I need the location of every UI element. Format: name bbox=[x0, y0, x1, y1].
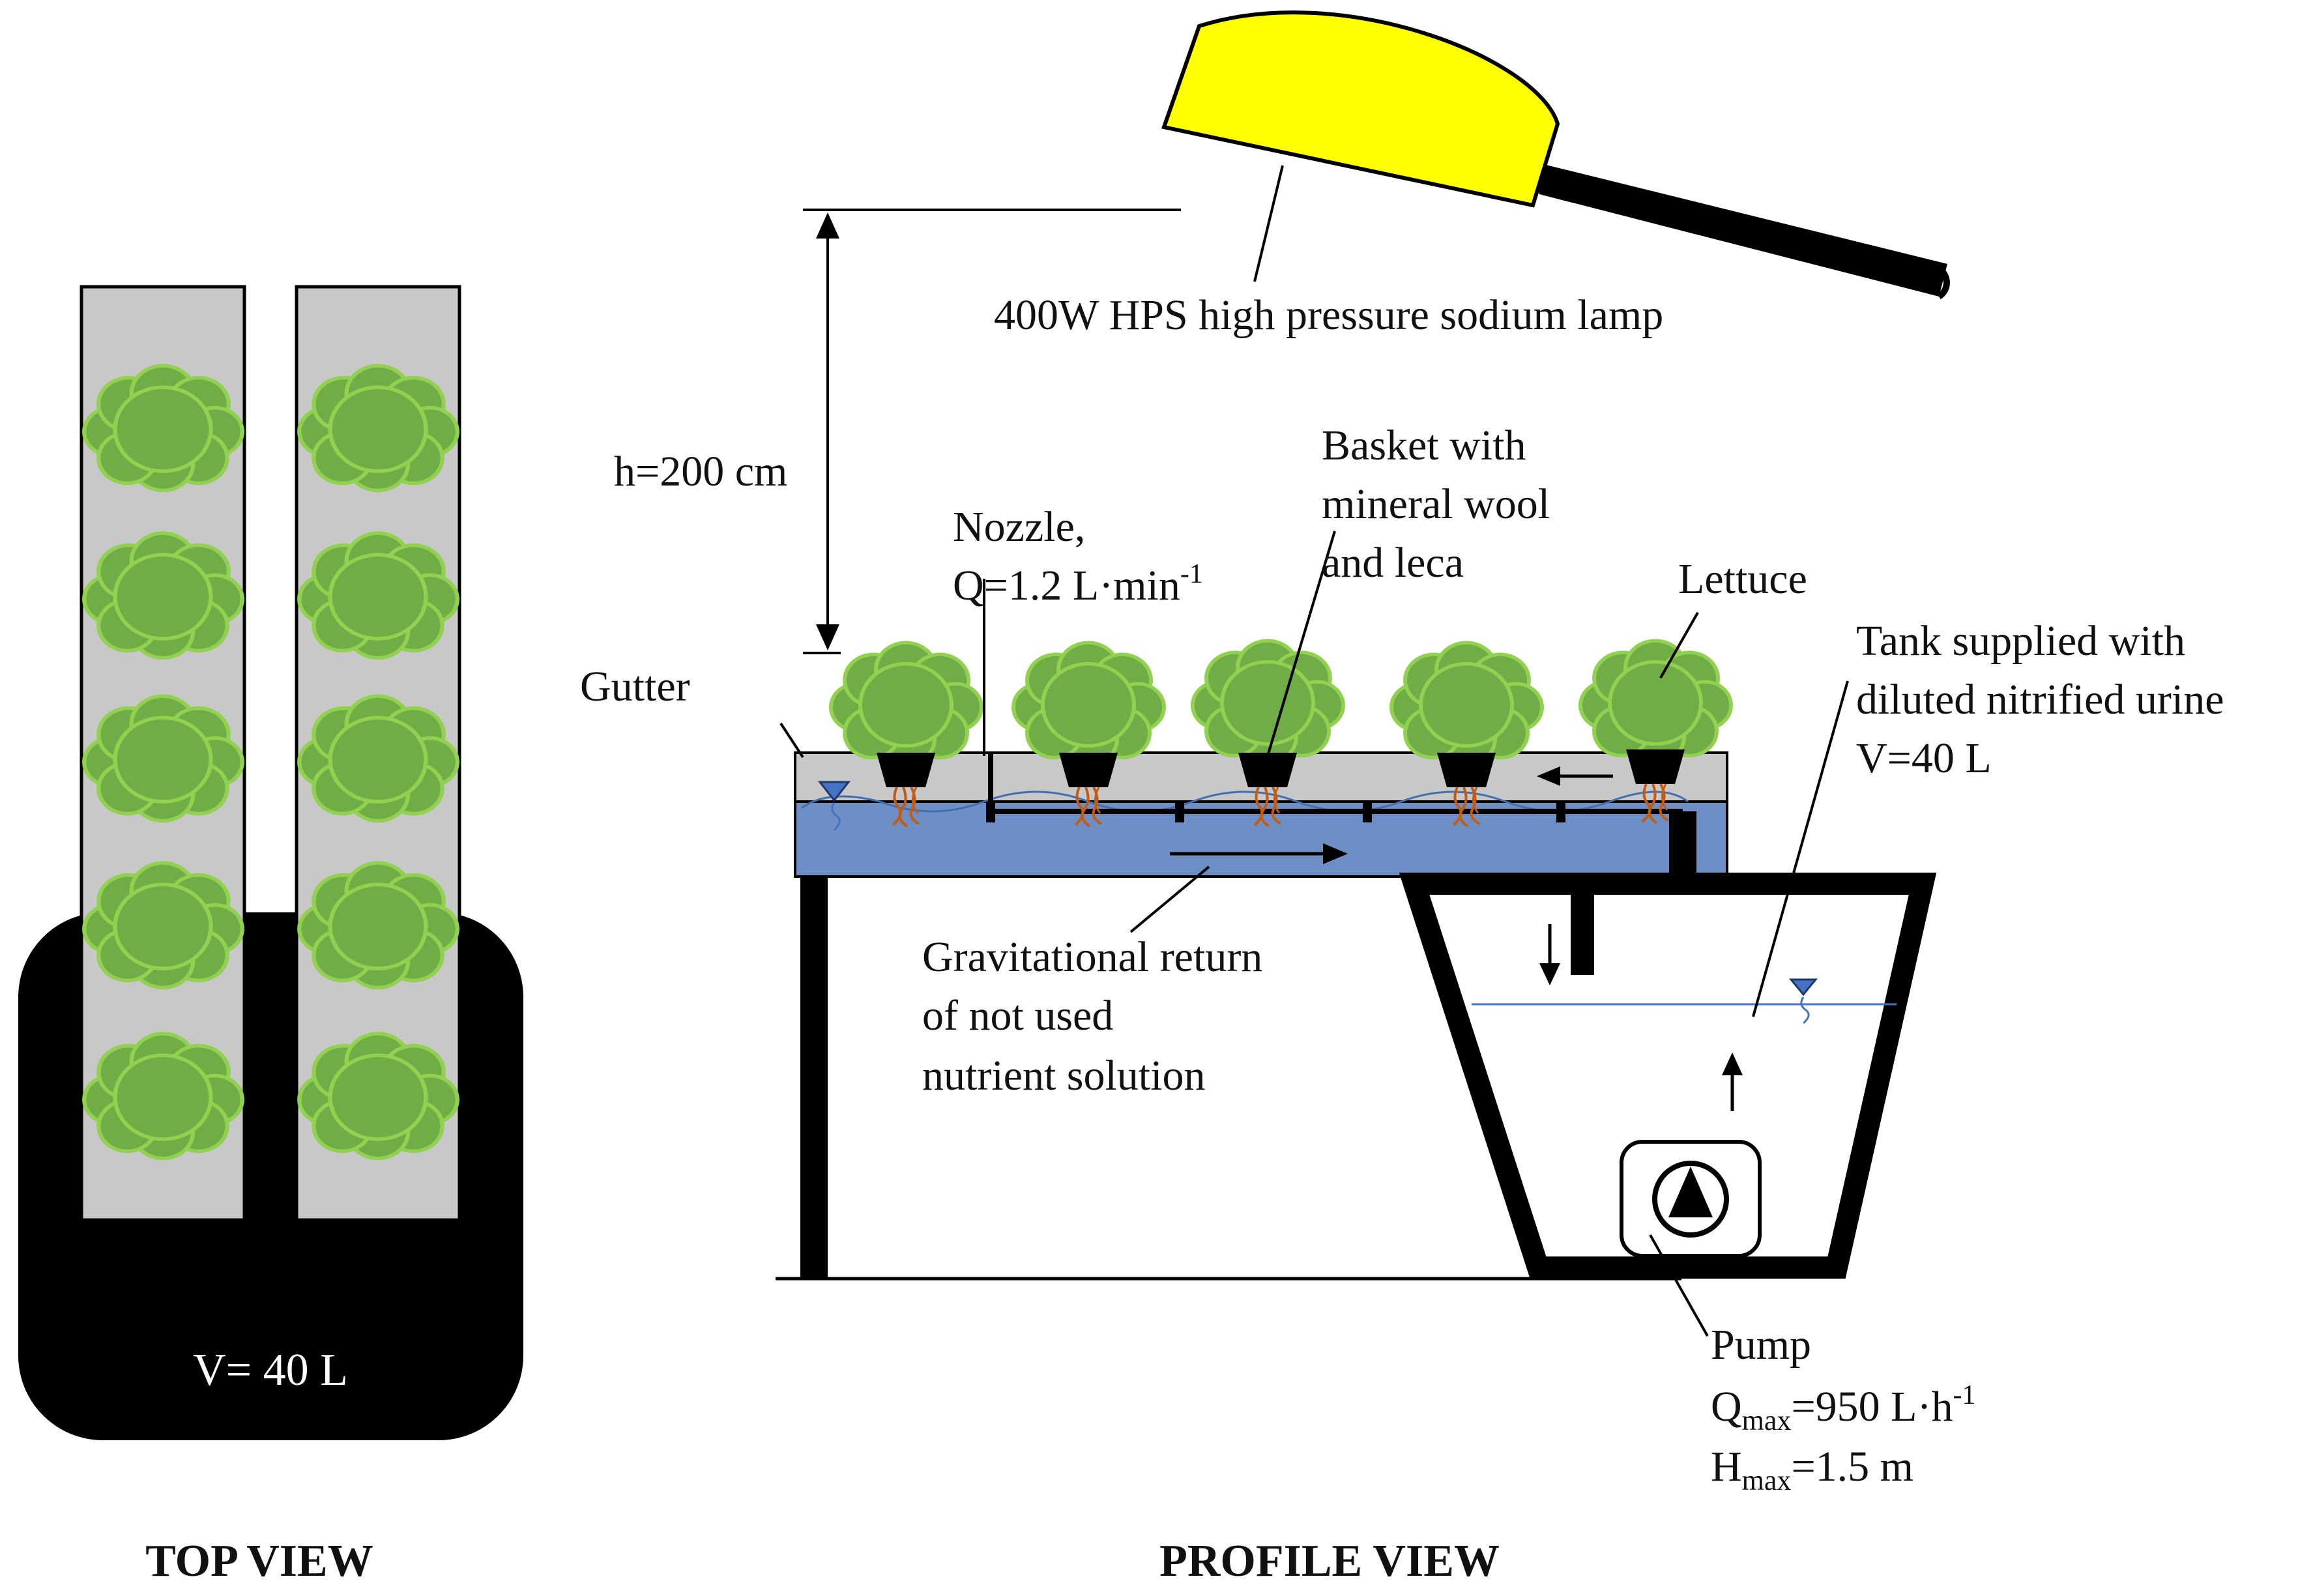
pump-q-subscript: max bbox=[1742, 1404, 1792, 1436]
nozzle-label-line1: Nozzle, bbox=[953, 503, 1085, 551]
plant-4 bbox=[1391, 643, 1542, 828]
nozzle-label-line2: Q=1.2 L·min bbox=[953, 562, 1180, 609]
return-label-line2: of not used bbox=[922, 992, 1113, 1039]
pump-h-value: =1.5 m bbox=[1791, 1443, 1913, 1490]
tank-label-line2: diluted nitrified urine bbox=[1856, 676, 2224, 723]
profile-view: 400W HPS high pressure sodium lamp h=200… bbox=[580, 10, 2235, 1586]
lettuce-plants-profile bbox=[831, 641, 1731, 828]
pump-h-letter: H bbox=[1711, 1443, 1742, 1490]
pump-q-exponent: -1 bbox=[1953, 1380, 1975, 1410]
lamp-arm-tip bbox=[1934, 264, 1950, 300]
nozzle-label: Nozzle, Q=1.2 L·min-1 bbox=[953, 503, 1203, 609]
lamp-arm bbox=[1533, 162, 1947, 297]
basket-label-line1: Basket with bbox=[1322, 422, 1526, 469]
basket-label-line2: mineral wool bbox=[1322, 480, 1550, 528]
tank-volume-label: V= 40 L bbox=[193, 1345, 348, 1395]
pump-hmax-label: Hmax=1.5 m bbox=[1711, 1443, 1913, 1496]
lamp-label: 400W HPS high pressure sodium lamp bbox=[994, 291, 1663, 339]
tank-label-line3: V=40 L bbox=[1856, 734, 1992, 782]
basket-label: Basket with mineral wool and leca bbox=[1322, 422, 1561, 587]
plant-2 bbox=[1013, 643, 1164, 828]
plant-5 bbox=[1580, 641, 1731, 824]
pump-label: Pump bbox=[1711, 1321, 1811, 1369]
return-label-line1: Gravitational return bbox=[922, 933, 1262, 981]
pump bbox=[1620, 1140, 1762, 1337]
pump-q-letter: Q bbox=[1711, 1383, 1742, 1430]
flow-arrows bbox=[1170, 766, 1613, 864]
lamp-leader bbox=[1253, 165, 1284, 282]
tank-label-line1: Tank supplied with bbox=[1856, 617, 2185, 665]
top-view-title: TOP VIEW bbox=[145, 1536, 373, 1586]
height-dimension bbox=[803, 209, 1181, 654]
height-label: h=200 cm bbox=[614, 448, 787, 495]
return-label-line3: nutrient solution bbox=[922, 1052, 1205, 1099]
lamp-shade bbox=[1161, 10, 1560, 208]
basket-label-line3: and leca bbox=[1322, 539, 1464, 587]
pump-label-line1: Pump bbox=[1711, 1321, 1811, 1369]
gutter-label: Gutter bbox=[580, 663, 690, 710]
profile-view-title: PROFILE VIEW bbox=[1159, 1536, 1500, 1586]
table-leg bbox=[800, 873, 828, 1277]
return-label: Gravitational return of not used nutrien… bbox=[922, 933, 1273, 1099]
lettuce-label: Lettuce bbox=[1678, 555, 1807, 603]
tank-label: Tank supplied with diluted nitrified uri… bbox=[1856, 617, 2235, 782]
top-view: V= 40 L TOP VIEW bbox=[18, 285, 523, 1586]
tank-profile bbox=[1399, 873, 1937, 1279]
pump-qmax-label: Qmax=950 L·h-1 bbox=[1711, 1380, 1975, 1436]
leader-lines bbox=[779, 530, 1849, 1017]
plant-3 bbox=[1193, 641, 1343, 828]
plant-1 bbox=[831, 643, 982, 828]
pump-h-subscript: max bbox=[1742, 1464, 1792, 1496]
nozzle-label-exponent: -1 bbox=[1180, 559, 1203, 589]
pump-q-value: =950 L·h bbox=[1791, 1383, 1953, 1430]
hps-lamp bbox=[1161, 10, 1950, 300]
